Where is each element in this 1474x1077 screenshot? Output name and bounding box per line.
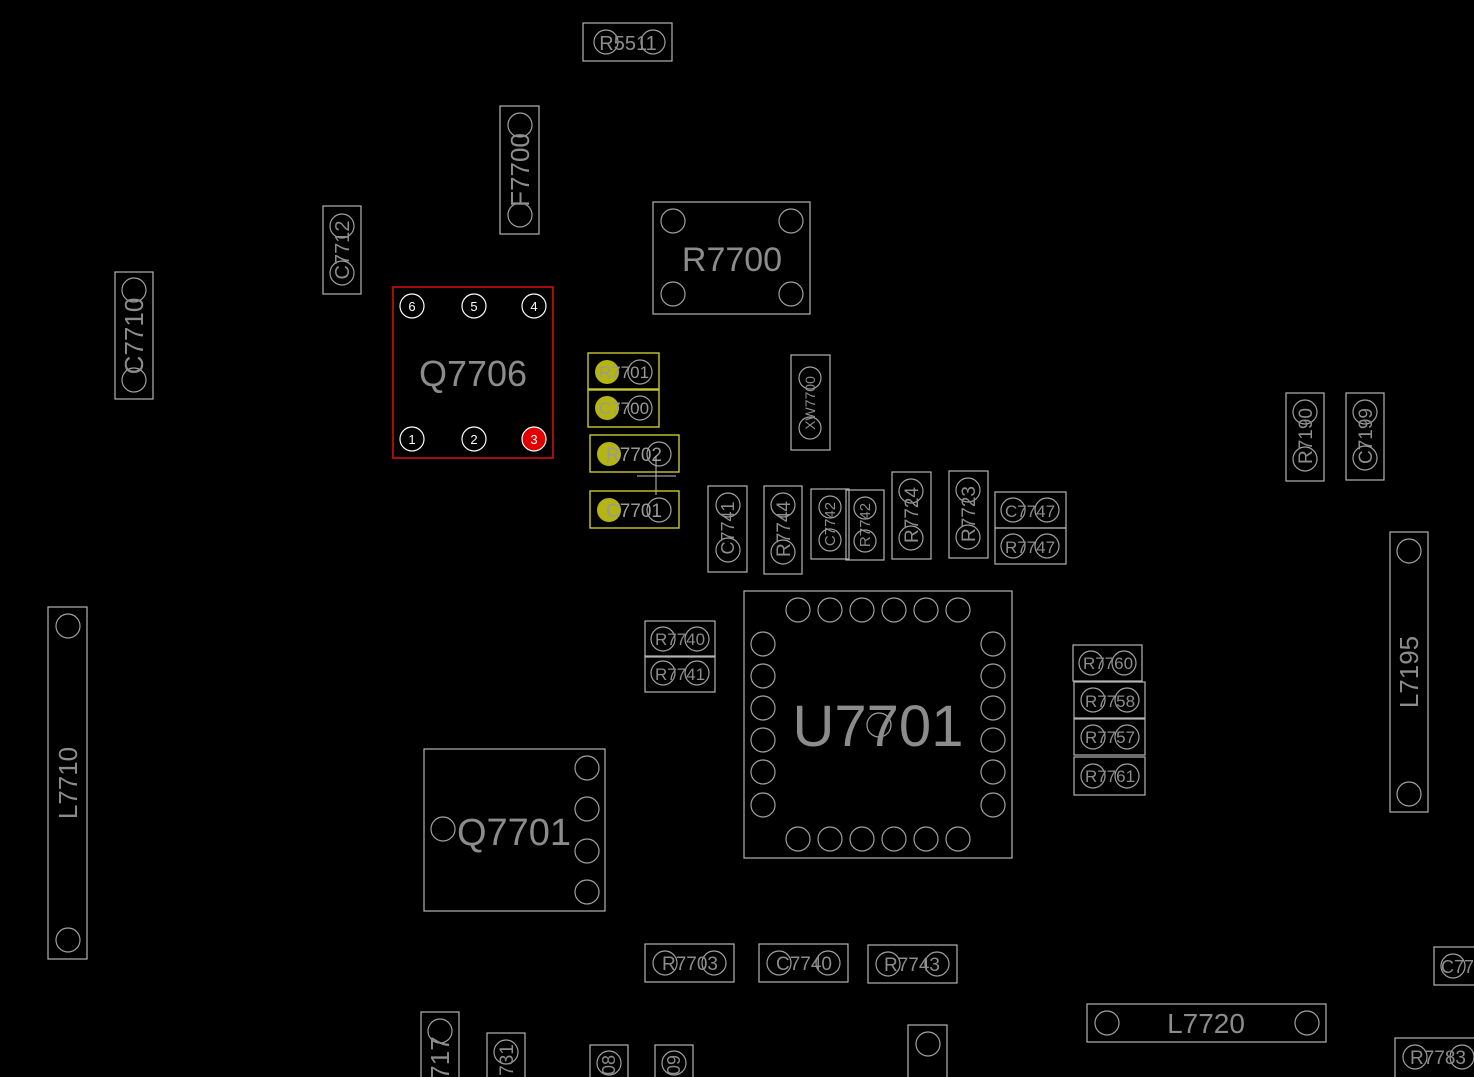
- component-label: R7741: [655, 665, 705, 684]
- component-c7742[interactable]: C7742: [810, 488, 850, 560]
- component-c7747[interactable]: C7747: [994, 491, 1067, 529]
- component-l7195[interactable]: L7195: [1389, 531, 1429, 813]
- svg-text:1: 1: [408, 432, 415, 447]
- component-709-partial[interactable]: 09: [654, 1044, 694, 1077]
- u7701-pads: [750, 597, 1006, 852]
- pin-3-selected[interactable]: 3: [521, 426, 547, 452]
- component-label: L7710: [53, 747, 83, 819]
- component-r7758[interactable]: R7758: [1073, 681, 1146, 719]
- component-u7701[interactable]: U7701: [743, 590, 1013, 859]
- component-r7760[interactable]: R7760: [1072, 644, 1143, 682]
- pin-1[interactable]: 1: [399, 426, 425, 452]
- component-label: 731: [497, 1044, 518, 1076]
- component-q7706[interactable]: Q7706 6 5 4 1 2 3: [392, 286, 554, 459]
- component-r7743[interactable]: R7743: [867, 944, 958, 984]
- component-label: L7720: [1167, 1008, 1245, 1039]
- component-unlabeled-partial[interactable]: [907, 1024, 948, 1077]
- component-717-partial[interactable]: 717: [420, 1011, 460, 1077]
- component-label: C7742: [822, 502, 839, 546]
- component-label: R7758: [1085, 692, 1135, 711]
- component-label: C7700: [599, 399, 649, 418]
- component-l7710[interactable]: L7710: [47, 606, 88, 960]
- component-label: R7761: [1085, 767, 1135, 786]
- component-c7712[interactable]: C7712: [322, 205, 362, 295]
- svg-text:2: 2: [470, 432, 477, 447]
- component-c7199[interactable]: C7199: [1345, 392, 1385, 481]
- component-f7700[interactable]: F7700: [499, 105, 540, 235]
- component-label: C7710: [119, 298, 149, 375]
- component-label: C7199: [1356, 408, 1377, 464]
- component-r7724[interactable]: R7724: [891, 471, 932, 560]
- component-label: R7744: [774, 501, 795, 557]
- component-r7723[interactable]: R7723: [948, 470, 989, 559]
- component-c7741[interactable]: C7741: [707, 485, 748, 573]
- component-r7742[interactable]: R7742: [845, 489, 885, 561]
- component-l7720[interactable]: L7720: [1086, 1003, 1327, 1043]
- component-731-partial[interactable]: 731: [486, 1032, 526, 1077]
- component-label: C7741: [718, 501, 738, 554]
- component-708-partial[interactable]: 08: [589, 1044, 629, 1077]
- component-label: 08: [599, 1055, 619, 1075]
- component-r7761[interactable]: R7761: [1073, 756, 1146, 796]
- component-label: R7700: [682, 241, 782, 279]
- component-r7701[interactable]: R7701: [587, 352, 660, 390]
- component-label: C7747: [1005, 502, 1055, 521]
- component-r7190[interactable]: R7190: [1285, 392, 1325, 482]
- component-c7740[interactable]: C7740: [758, 943, 849, 983]
- component-r7703[interactable]: R7703: [644, 943, 735, 983]
- component-label: Q7706: [419, 353, 527, 394]
- component-label: R7703: [662, 954, 718, 975]
- component-label: C7701: [606, 501, 662, 522]
- component-c7701[interactable]: C7701: [589, 490, 680, 529]
- component-r7700[interactable]: R7700: [652, 201, 811, 315]
- pin-5[interactable]: 5: [461, 293, 487, 319]
- trace-crosshair: [637, 456, 676, 495]
- component-label: R7702: [606, 445, 662, 466]
- component-label: R7742: [857, 503, 874, 547]
- svg-text:3: 3: [530, 432, 537, 447]
- svg-text:6: 6: [408, 299, 415, 314]
- component-label: R7743: [884, 955, 940, 976]
- component-r7747[interactable]: R7747: [994, 527, 1067, 565]
- component-label: 717: [425, 1036, 455, 1077]
- component-r5511[interactable]: R5511: [582, 22, 673, 62]
- component-label: C7712: [332, 221, 354, 280]
- component-label: R7757: [1085, 728, 1135, 747]
- component-c7700[interactable]: C7700: [587, 389, 660, 428]
- component-r7740[interactable]: R7740: [644, 620, 716, 658]
- component-label: R7190: [1296, 408, 1317, 464]
- component-label: XW7700: [802, 376, 818, 430]
- pin-4[interactable]: 4: [521, 293, 547, 319]
- component-q7701[interactable]: Q7701: [423, 748, 606, 912]
- component-label: F7700: [505, 133, 535, 207]
- component-label: C77: [1441, 957, 1474, 977]
- component-r7741[interactable]: R7741: [644, 655, 716, 693]
- component-label: R7724: [902, 487, 923, 543]
- component-label: R7701: [599, 363, 649, 382]
- component-label: U7701: [793, 694, 964, 759]
- pin-2[interactable]: 2: [461, 426, 487, 452]
- component-r7757[interactable]: R7757: [1073, 718, 1146, 756]
- component-label: Q7701: [457, 812, 571, 854]
- component-label: R7747: [1005, 538, 1055, 557]
- component-label: R7760: [1083, 654, 1133, 673]
- component-r7702[interactable]: R7702: [589, 434, 680, 473]
- component-xw7700[interactable]: XW7700: [790, 354, 831, 451]
- pin-6[interactable]: 6: [399, 293, 425, 319]
- component-c7710[interactable]: C7710: [114, 271, 154, 400]
- component-label: C7740: [776, 954, 832, 975]
- component-label: R5511: [599, 33, 656, 55]
- component-r7744[interactable]: R7744: [763, 485, 803, 575]
- component-label: R7723: [959, 486, 980, 542]
- component-c77-partial[interactable]: C77: [1433, 946, 1474, 986]
- svg-text:4: 4: [530, 299, 537, 314]
- component-label: L7195: [1394, 636, 1424, 708]
- component-label: R7783: [1410, 1048, 1466, 1069]
- component-r7783[interactable]: R7783: [1394, 1037, 1474, 1077]
- component-label: 09: [664, 1055, 684, 1075]
- component-label: R7740: [655, 630, 705, 649]
- svg-text:5: 5: [470, 299, 477, 314]
